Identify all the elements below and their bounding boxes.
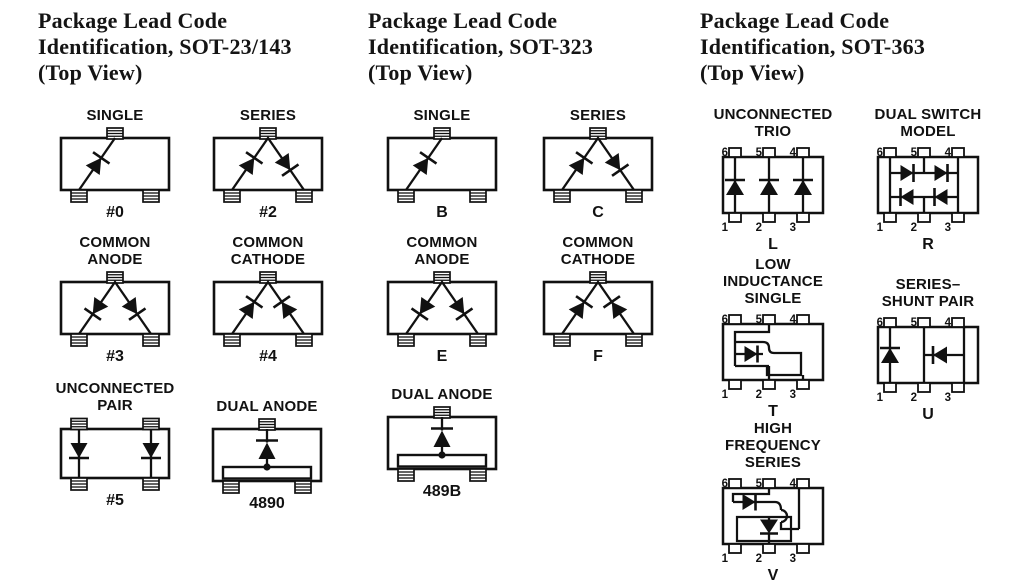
lead-code-label: 489B	[422, 483, 462, 500]
pin-number: 4	[945, 317, 952, 329]
pin-number: 6	[722, 147, 728, 159]
diagram-title: DUAL SWITCH MODEL	[874, 106, 982, 140]
package-diagram-common-cathode	[542, 271, 654, 347]
lead-code-label: #3	[106, 348, 124, 365]
pin-number: 4	[790, 478, 797, 490]
package-diagram-single	[59, 127, 171, 203]
diagram-title: DUAL ANODE	[216, 398, 318, 415]
lead-code-label: R	[922, 236, 934, 253]
diagram-title: LOW INDUCTANCE SINGLE	[722, 256, 824, 307]
pin-number: 6	[722, 314, 728, 326]
lead-code-label: #2	[259, 204, 277, 221]
diagram-card-E: COMMON ANODE E	[362, 234, 522, 365]
diagram-card-num2: SERIES #2	[188, 107, 348, 221]
column-header-sot-23-143: Package Lead Code Identification, SOT-23…	[38, 8, 292, 85]
pin-number: 3	[790, 553, 796, 565]
lead-code-label: B	[436, 204, 448, 221]
pin-number: 6	[877, 147, 883, 159]
diagram-card-num4: COMMON CATHODE #4	[188, 234, 348, 365]
pin-number: 6	[877, 317, 883, 329]
package-diagram-common-cathode	[212, 271, 324, 347]
pin-number: 1	[877, 392, 884, 404]
pin-number: 2	[911, 222, 917, 234]
lead-code-label: #5	[106, 492, 124, 509]
pin-number: 5	[756, 314, 763, 326]
pin-number: 2	[911, 392, 917, 404]
diagram-title: UNCONNECTED TRIO	[713, 106, 833, 140]
pin-number: 6	[722, 478, 728, 490]
package-diagram-common-anode	[59, 271, 171, 347]
package-diagram-low-inductance: 6 1 5 2 4 3	[722, 314, 825, 401]
diagram-card-num3: COMMON ANODE #3	[35, 234, 195, 365]
lead-code-label: V	[767, 567, 779, 581]
diagram-title: COMMON ANODE	[79, 234, 151, 268]
package-diagram-dual-anode	[386, 406, 498, 482]
pin-number: 3	[790, 222, 796, 234]
diagram-title: COMMON CATHODE	[230, 234, 306, 268]
lead-code-label: 4890	[249, 495, 285, 512]
pin-number: 4	[790, 147, 797, 159]
package-diagram-unconnected-pair	[59, 417, 171, 491]
pin-number: 4	[945, 147, 952, 159]
diagram-card-num5: UNCONNECTED PAIR #5	[35, 380, 195, 509]
pin-number: 2	[756, 222, 762, 234]
pin-number: 5	[911, 147, 918, 159]
pin-number: 5	[756, 478, 763, 490]
diagram-title: SERIES	[239, 107, 297, 124]
lead-code-label: #4	[259, 348, 277, 365]
lead-code-label: U	[922, 406, 934, 423]
lead-code-label: C	[592, 204, 604, 221]
pin-number: 1	[722, 389, 729, 401]
diagram-title: SERIES– SHUNT PAIR	[881, 276, 975, 310]
pin-number: 4	[790, 314, 797, 326]
package-diagram-series	[212, 127, 324, 203]
lead-code-label: #0	[106, 204, 124, 221]
diagram-title: HIGH FREQUENCY SERIES	[725, 420, 821, 471]
diagram-title: SINGLE	[413, 107, 471, 124]
diagram-title: DUAL ANODE	[391, 386, 493, 403]
pin-number: 1	[722, 222, 729, 234]
package-diagram-dual-switch: 6 1 5 2 4 3	[877, 147, 980, 234]
lead-code-label: L	[768, 236, 778, 253]
diagram-title: SERIES	[569, 107, 627, 124]
diagram-card-4890: DUAL ANODE 4890	[187, 398, 347, 512]
column-header-sot-363: Package Lead Code Identification, SOT-36…	[700, 8, 926, 85]
package-diagram-high-frequency: 6 1 5 2 4 3	[722, 478, 825, 565]
pin-number: 5	[911, 317, 918, 329]
column-header-sot-323: Package Lead Code Identification, SOT-32…	[368, 8, 594, 85]
package-diagram-trio: 6 1 5 2 4 3	[722, 147, 825, 234]
diagram-title: COMMON CATHODE	[560, 234, 636, 268]
lead-code-label: T	[768, 403, 778, 420]
diagram-title: UNCONNECTED PAIR	[55, 380, 175, 414]
diagram-title: SINGLE	[86, 107, 144, 124]
package-diagram-series	[542, 127, 654, 203]
diagram-card-num0: SINGLE #0	[35, 107, 195, 221]
pin-number: 3	[945, 392, 951, 404]
package-diagram-single	[386, 127, 498, 203]
pin-number: 1	[722, 553, 729, 565]
pin-number: 3	[790, 389, 796, 401]
diagram-title: COMMON ANODE	[406, 234, 478, 268]
package-diagram-dual-anode	[211, 418, 323, 494]
package-diagram-series-shunt: 6 1 5 2 4 3	[877, 317, 980, 404]
diagram-card-489B: DUAL ANODE 489B	[362, 386, 522, 500]
lead-code-label: F	[593, 348, 603, 365]
pin-number: 3	[945, 222, 951, 234]
pin-number: 2	[756, 553, 762, 565]
diagram-card-B: SINGLE B	[362, 107, 522, 221]
diagram-card-C: SERIES C	[518, 107, 678, 221]
pin-number: 1	[877, 222, 884, 234]
pin-number: 2	[756, 389, 762, 401]
package-diagram-common-anode	[386, 271, 498, 347]
diagram-card-F: COMMON CATHODE F	[518, 234, 678, 365]
lead-code-label: E	[436, 348, 448, 365]
pin-number: 5	[756, 147, 763, 159]
